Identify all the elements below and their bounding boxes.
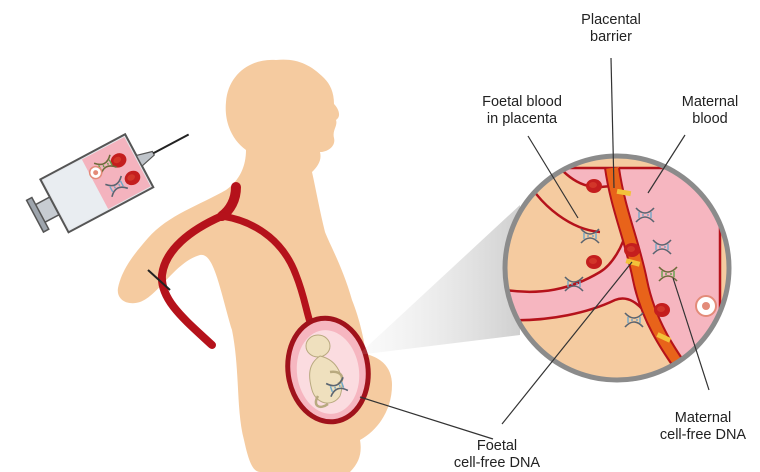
label-foetal-blood-line1: Foetal blood <box>466 94 578 111</box>
red-blood-cell-icon <box>654 303 670 317</box>
label-placental-barrier-line1: Placental <box>566 12 656 29</box>
label-maternal-blood-line1: Maternal <box>665 94 755 111</box>
label-foetal-blood: Foetal blood in placenta <box>466 94 578 128</box>
label-maternal-blood-line2: blood <box>665 111 755 128</box>
red-blood-cell-icon <box>586 255 602 269</box>
zoom-cone <box>358 205 520 355</box>
label-foetal-cfdna: Foetal cell-free DNA <box>432 438 562 472</box>
label-foetal-blood-line2: in placenta <box>466 111 578 128</box>
red-blood-cell-icon <box>586 179 602 193</box>
label-foetal-cfdna-line1: Foetal <box>432 438 562 455</box>
placenta-zoom-circle <box>505 156 729 390</box>
label-maternal-cfdna-line2: cell-free DNA <box>646 427 760 444</box>
label-maternal-cfdna-line1: Maternal <box>646 410 760 427</box>
label-maternal-blood: Maternal blood <box>665 94 755 128</box>
red-blood-cell-icon <box>624 243 640 257</box>
label-placental-barrier: Placental barrier <box>566 12 656 46</box>
label-placental-barrier-line2: barrier <box>566 29 656 46</box>
white-blood-cell-icon <box>696 296 716 316</box>
label-maternal-cfdna: Maternal cell-free DNA <box>646 410 760 444</box>
label-foetal-cfdna-line2: cell-free DNA <box>432 455 562 472</box>
